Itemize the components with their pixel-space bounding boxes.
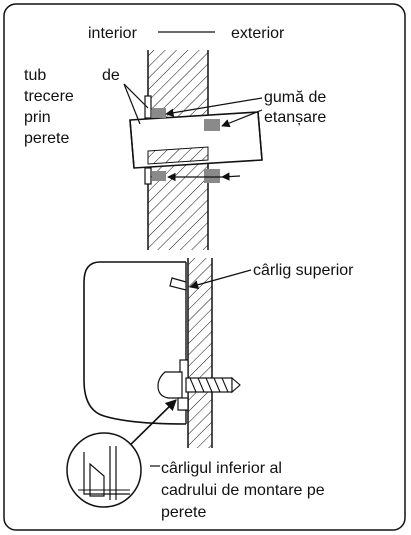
- detail-circle: [66, 432, 142, 508]
- interior-label: interior: [88, 25, 138, 42]
- seal-label-line-2: etanșare: [264, 109, 326, 126]
- upper-hook-label: cârlig superior: [253, 262, 354, 279]
- wall-section-bottom: [187, 258, 213, 448]
- pipe-flange-bottom: [144, 167, 152, 185]
- lower-hook-clip: [177, 397, 189, 411]
- pipe-flange-top: [144, 95, 152, 119]
- seal-arrow-3: [221, 172, 241, 181]
- wall-screw: [185, 376, 241, 394]
- seal-arrow-2: [221, 109, 263, 128]
- pipe-label-line-2: de: [102, 67, 120, 84]
- wall-pipe-sleeve: [129, 111, 263, 169]
- pipe-leader-line-1: [123, 83, 149, 109]
- lower-hook-label-line-2: cadrului de montare pe: [161, 482, 325, 499]
- lower-hook-label-line-1: cârligul inferior al: [161, 460, 282, 477]
- indoor-unit-body: [83, 261, 187, 425]
- pipe-label-line-5: perete: [24, 130, 69, 147]
- pipe-label-group: tub de trecere prin perete: [24, 67, 120, 147]
- upper-hook: [169, 277, 187, 291]
- pipe-label-line-4: prin: [24, 109, 51, 126]
- pipe-leader-line-2: [123, 83, 141, 125]
- exterior-label: exterior: [231, 25, 285, 42]
- pipe-label-line-3: trecere: [24, 88, 74, 105]
- upper-hook-arrow: [189, 269, 252, 290]
- frame-border: [3, 3, 406, 531]
- seal-label-line-1: gumă de: [264, 89, 326, 106]
- pipe-label-line-1: tub: [24, 67, 46, 84]
- lower-hook-label-line-3: perete: [161, 504, 206, 521]
- seal-rubbers: [152, 108, 220, 183]
- seal-arrow-1: [165, 97, 263, 117]
- lower-hook: [157, 371, 183, 399]
